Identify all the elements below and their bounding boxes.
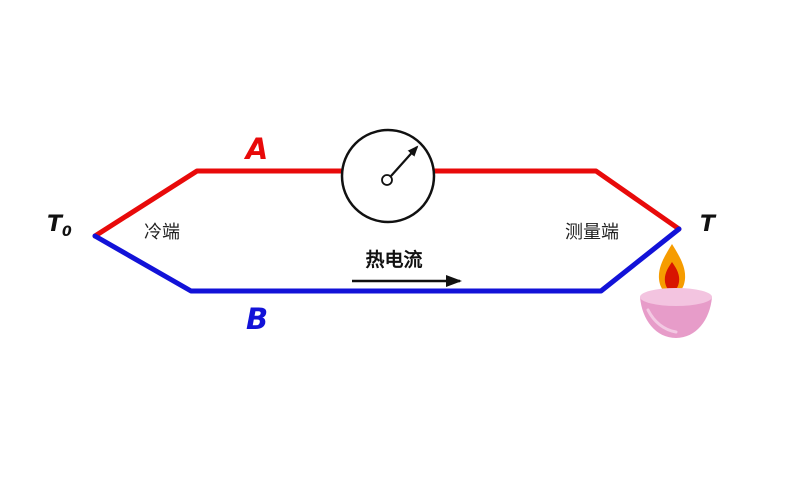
thermo-current-label: 热电流 — [365, 248, 422, 271]
cold-junction-temp-label: T0 — [47, 212, 72, 240]
candle-bowl-icon — [640, 297, 712, 338]
candle-bowl-highlight — [646, 308, 678, 334]
candle-bowl-rim-icon — [640, 288, 712, 306]
wire-b-label: B — [246, 302, 268, 336]
hot-junction-temp-label: T — [700, 212, 717, 237]
cold-end-label: 冷端 — [144, 222, 180, 243]
meter-needle — [390, 145, 419, 177]
wire-b — [92, 226, 682, 294]
candle — [640, 244, 712, 338]
meter-pivot — [381, 174, 393, 186]
galvanometer — [340, 128, 436, 224]
cold-junction-temp-subscript: 0 — [62, 224, 72, 240]
measuring-end-label: 测量端 — [565, 222, 619, 243]
candle-flame-inner-icon — [664, 262, 680, 291]
cold-junction-temp-symbol: T — [47, 212, 64, 237]
wire-a-label: A — [244, 132, 268, 166]
